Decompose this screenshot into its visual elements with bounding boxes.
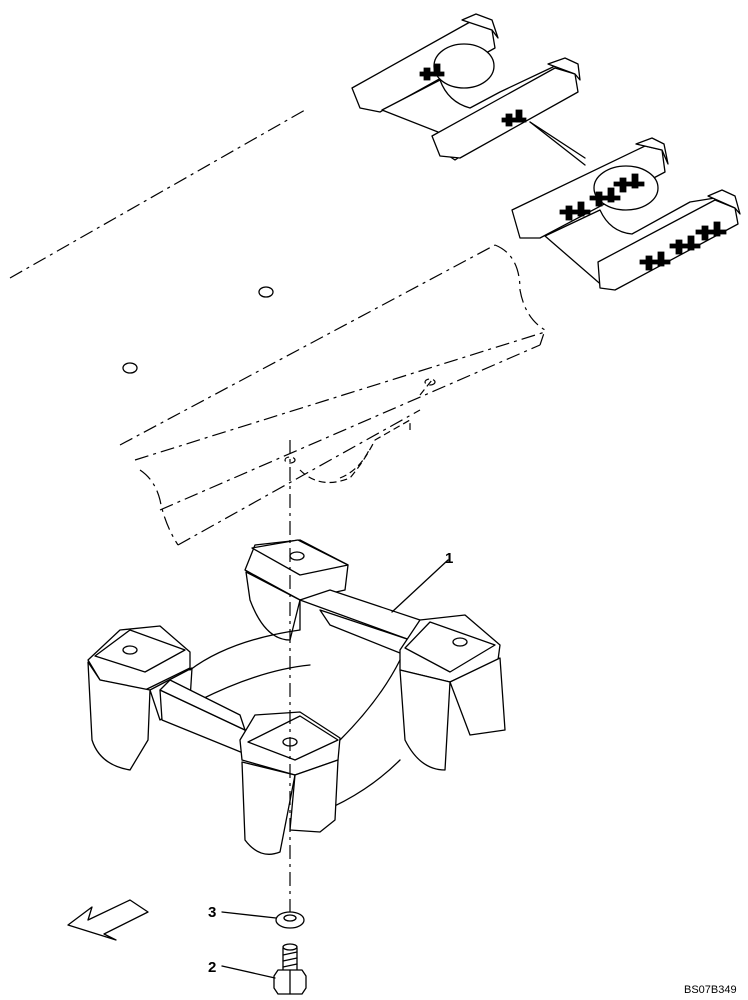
mounting-hole (122, 645, 138, 655)
callout-2: 2 (208, 959, 216, 976)
callout-1: 1 (445, 550, 453, 567)
leader-line-3 (221, 911, 277, 919)
bolt-hole-mark (258, 286, 274, 298)
clamp-icon (613, 173, 645, 193)
clamp-icon (695, 221, 727, 241)
washer (275, 911, 305, 929)
roller-location-detail-lower (511, 137, 741, 291)
clamp-icon (669, 235, 701, 255)
clamp-icon (419, 63, 445, 81)
mounting-hole (289, 551, 305, 561)
track-roller-guard (87, 539, 506, 855)
roller-location-detail-upper (351, 13, 586, 166)
track-frame-outline (9, 109, 546, 546)
clamp-icon (559, 201, 591, 221)
clamp-icon (501, 109, 527, 127)
bolt (273, 943, 307, 995)
clamp-icon (639, 251, 671, 271)
reference-code: BS07B349 (684, 984, 737, 996)
leader-line-1 (391, 559, 449, 613)
mounting-hole (452, 637, 468, 647)
callout-3: 3 (208, 904, 216, 921)
clamp-icon (589, 187, 621, 207)
leader-line-2 (221, 965, 276, 979)
front-direction-arrow-icon (67, 899, 149, 941)
bolt-hole-mark (122, 362, 138, 374)
